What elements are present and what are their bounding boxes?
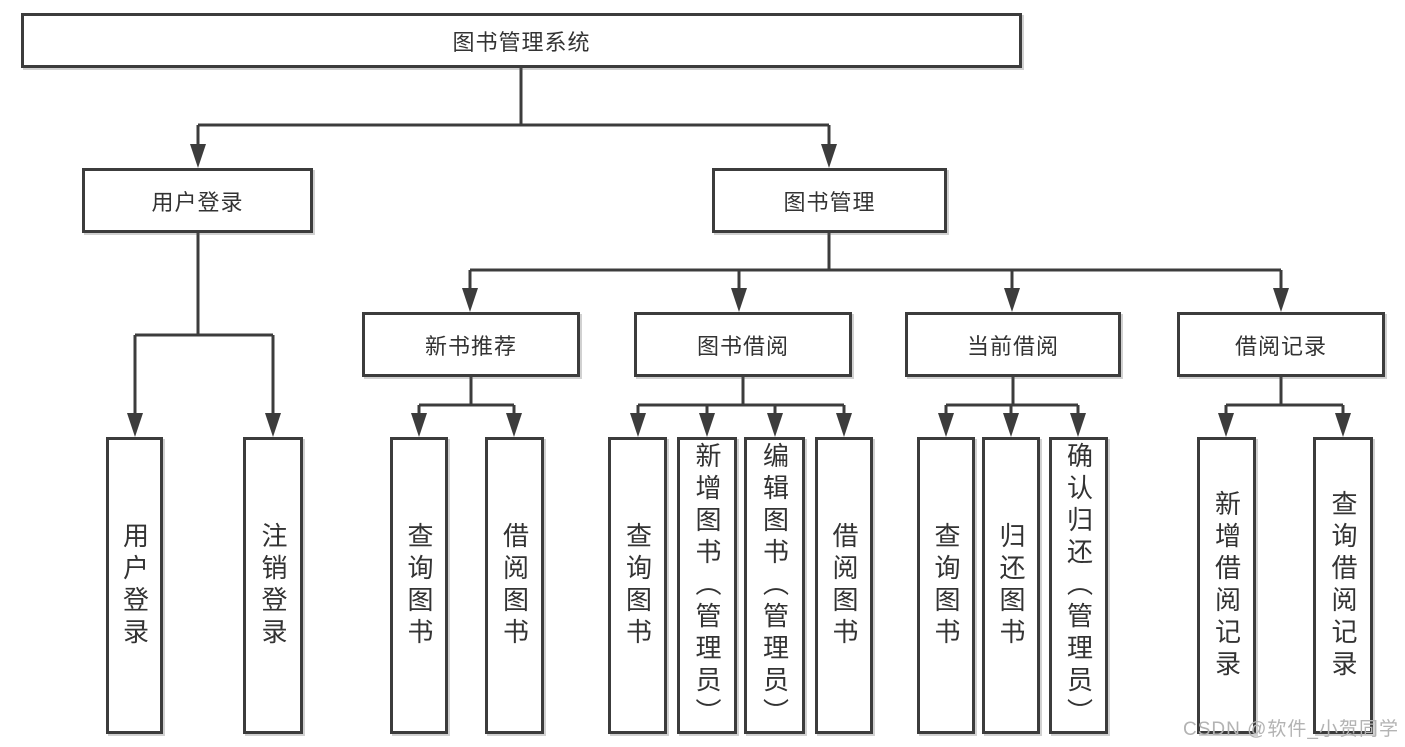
arrow-down-icon <box>190 144 206 168</box>
arrow-down-icon <box>938 413 954 437</box>
node-label: 当前借阅 <box>966 333 1059 359</box>
node-book-management: 图书管理 <box>712 168 947 233</box>
node-root-system: 图书管理系统 <box>21 13 1022 68</box>
leaf-edit-book-admin: 编辑图书（管理员） <box>744 437 805 734</box>
arrow-down-icon <box>821 144 837 168</box>
leaf-logout: 注销登录 <box>243 437 303 734</box>
leaf-add-borrow-record: 新增借阅记录 <box>1197 437 1256 734</box>
arrow-down-icon <box>767 413 783 437</box>
node-label: 注销登录 <box>258 521 288 650</box>
leaf-confirm-return-admin: 确认归还（管理员） <box>1049 437 1108 734</box>
csdn-watermark: CSDN @软件_小贺同学 <box>1183 719 1399 740</box>
arrow-down-icon <box>836 413 852 437</box>
arrow-down-icon <box>1218 413 1234 437</box>
leaf-query-books-2: 查询图书 <box>608 437 667 734</box>
leaf-borrow-books-2: 借阅图书 <box>815 437 873 734</box>
node-label: 编辑图书（管理员） <box>759 441 790 730</box>
leaf-user-login: 用户登录 <box>106 437 163 734</box>
node-label: 借阅图书 <box>829 521 859 650</box>
node-label: 归还图书 <box>996 521 1026 650</box>
node-label: 查询借阅记录 <box>1328 489 1358 682</box>
arrow-down-icon <box>265 413 281 437</box>
arrow-down-icon <box>731 288 747 312</box>
node-new-book-recommend: 新书推荐 <box>362 312 580 377</box>
arrow-down-icon <box>411 413 427 437</box>
node-label: 新书推荐 <box>424 333 517 359</box>
node-label: 新增借阅记录 <box>1211 489 1242 682</box>
node-current-borrowing: 当前借阅 <box>905 312 1121 377</box>
leaf-query-books-1: 查询图书 <box>390 437 448 734</box>
node-label: 确认归还（管理员） <box>1063 441 1094 730</box>
arrowheads <box>127 144 1351 437</box>
node-label: 图书管理系统 <box>452 29 591 55</box>
arrow-down-icon <box>462 288 478 312</box>
arrow-down-icon <box>1003 413 1019 437</box>
node-label: 查询图书 <box>622 521 653 650</box>
node-label: 借阅记录 <box>1234 333 1327 359</box>
leaf-query-borrow-record: 查询借阅记录 <box>1313 437 1373 734</box>
node-label: 新增图书（管理员） <box>692 441 722 730</box>
arrow-down-icon <box>127 413 143 437</box>
node-label: 借阅图书 <box>499 521 530 650</box>
arrow-down-icon <box>1273 288 1289 312</box>
leaf-add-book-admin: 新增图书（管理员） <box>677 437 737 734</box>
node-label: 查询图书 <box>931 521 961 650</box>
arrow-down-icon <box>699 413 715 437</box>
arrow-down-icon <box>1070 413 1086 437</box>
node-borrowing-records: 借阅记录 <box>1177 312 1385 377</box>
leaf-borrow-books-1: 借阅图书 <box>485 437 544 734</box>
node-label: 查询图书 <box>404 521 434 650</box>
tree-edges <box>133 68 1345 415</box>
arrow-down-icon <box>1004 288 1020 312</box>
arrow-down-icon <box>1335 413 1351 437</box>
leaf-return-book: 归还图书 <box>982 437 1040 734</box>
node-label: 图书借阅 <box>696 333 789 359</box>
arrow-down-icon <box>506 413 522 437</box>
node-user-login: 用户登录 <box>82 168 313 233</box>
leaf-query-books-3: 查询图书 <box>917 437 975 734</box>
node-label: 用户登录 <box>151 189 244 215</box>
node-book-borrowing: 图书借阅 <box>634 312 852 377</box>
node-label: 用户登录 <box>119 521 150 650</box>
arrow-down-icon <box>630 413 646 437</box>
node-label: 图书管理 <box>783 189 876 215</box>
